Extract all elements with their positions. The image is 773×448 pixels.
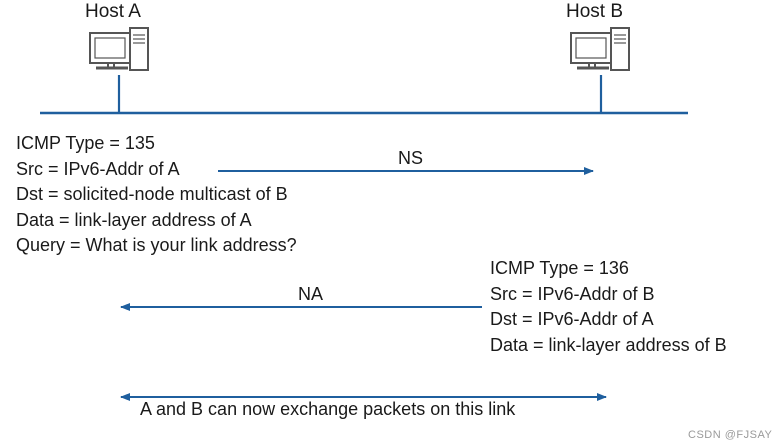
host-a-label: Host A [85,1,141,22]
na-field-data: Data = link-layer address of B [490,334,727,355]
host-b-label: Host B [566,1,624,22]
host-b-computer-icon [570,27,630,71]
ns-field-dst: Dst = solicited-node multicast of B [16,184,288,204]
ns-message-fields: ICMP Type = 135 Src = IPv6-Addr of A Dst… [16,131,297,259]
ns-field-icmp-type: ICMP Type = 135 [16,133,155,153]
ns-field-query: Query = What is your link address? [16,235,297,255]
na-message-fields: ICMP Type = 136 Src = IPv6-Addr of B Dst… [490,256,727,358]
na-field-src: Src = IPv6-Addr of B [490,283,655,304]
ns-field-data: Data = link-layer address of A [16,209,252,230]
ns-arrow-label: NS [398,148,424,168]
na-field-dst: Dst = IPv6-Addr of A [490,309,654,329]
ns-field-src: Src = IPv6-Addr of A [16,158,180,179]
host-a-computer-icon [89,27,149,71]
na-field-icmp-type: ICMP Type = 136 [490,258,629,278]
watermark-text: CSDN @FJSAY [688,429,773,441]
exchange-caption: A and B can now exchange packets on this… [140,399,516,419]
na-arrow-label: NA [298,284,324,304]
